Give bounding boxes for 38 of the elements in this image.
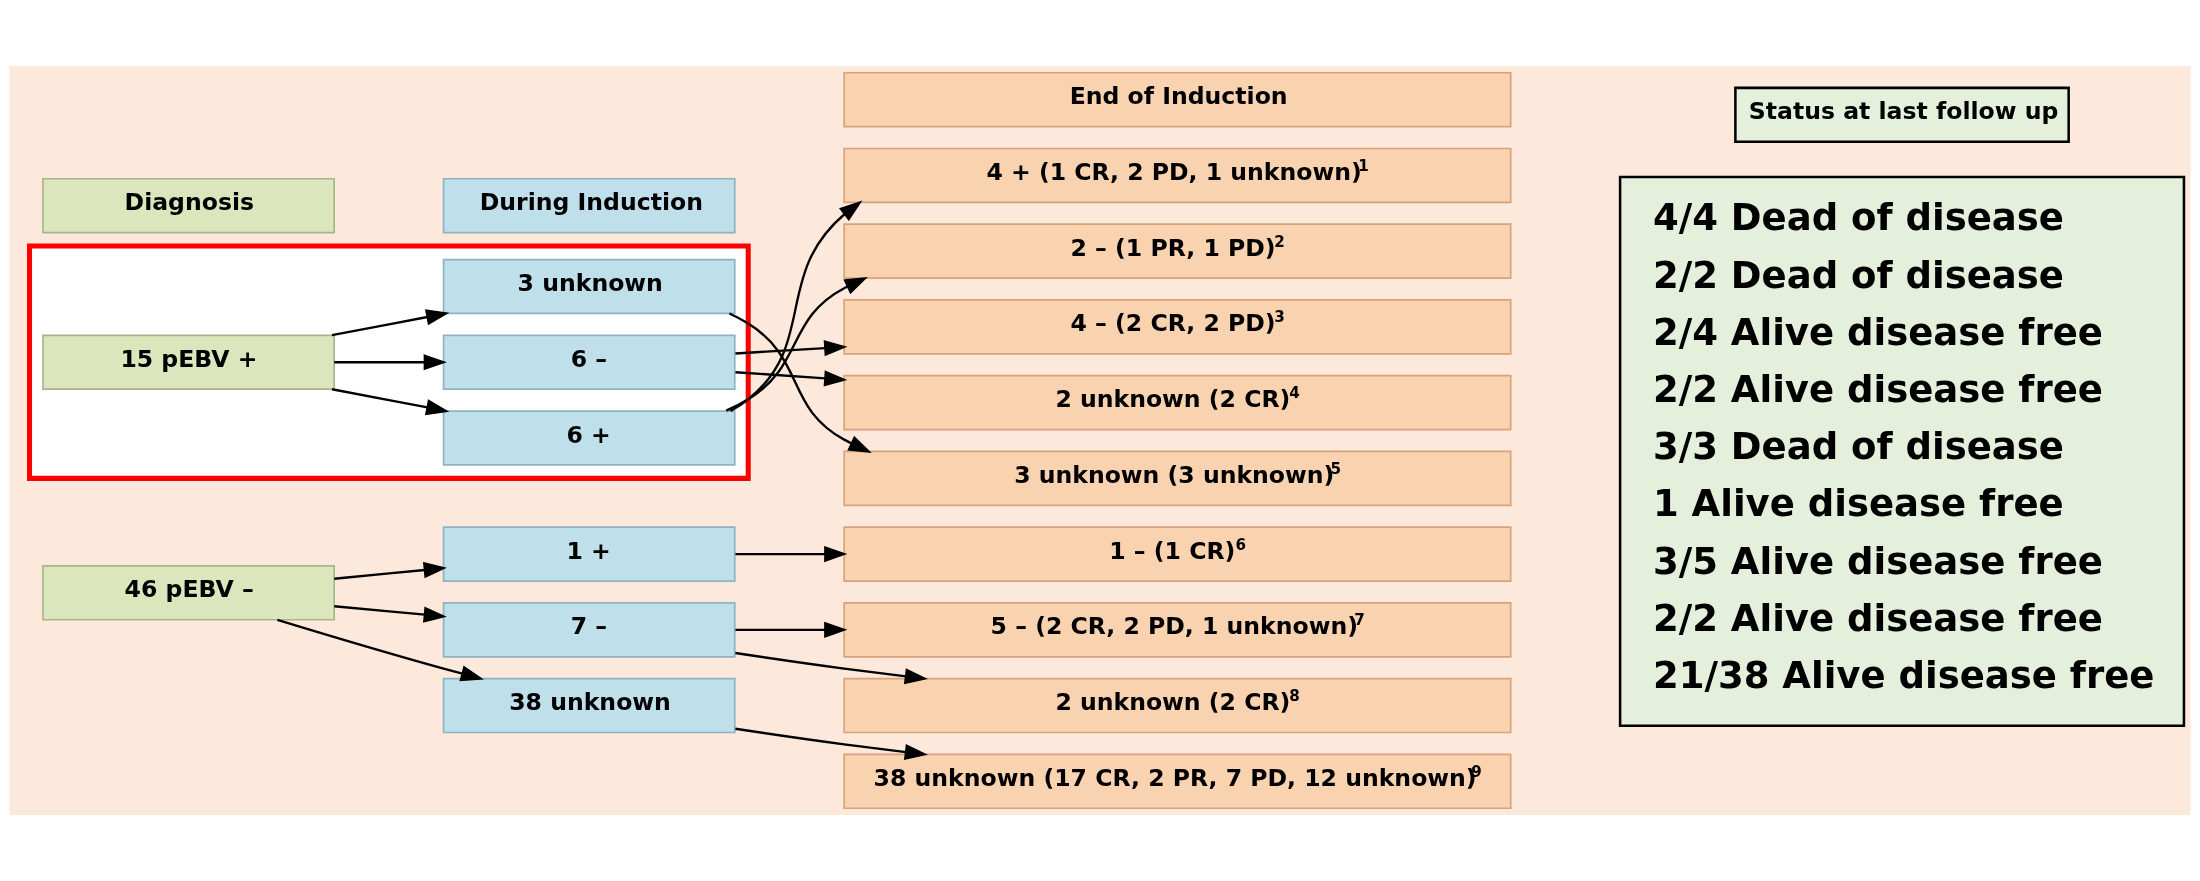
- node-box: 2 unknown (2 CR)$^{4}$: [843, 374, 1512, 431]
- arrow: [331, 309, 450, 337]
- arrow: [735, 370, 848, 387]
- arrow: [735, 651, 928, 685]
- arrow: [334, 561, 447, 580]
- node-box: 1 +: [442, 526, 736, 582]
- node-box: Status at last follow up: [1734, 86, 2070, 143]
- arrow: [331, 388, 450, 416]
- node-box: 3 unknown (3 unknown)$^{5}$: [843, 450, 1512, 507]
- arrow: [735, 727, 928, 761]
- node-box: 4/4 Dead of disease 2/2 Dead of disease 2/4 Alive disease free 2/2 Alive disease free 3/3 Dead of disease 1 Alive disease free 3/5 Alive disease free 2/2 Alive disease free 21/38 Alive disease free: [1618, 175, 2186, 728]
- arrow: [728, 312, 872, 453]
- node-box: 6 –: [442, 334, 736, 390]
- cluster: [27, 243, 751, 481]
- node-box: 2 – (1 PR, 1 PD)$^{2}$: [843, 223, 1512, 279]
- node-box: 5 – (2 CR, 2 PD, 1 unknown)$^{7}$: [843, 602, 1512, 658]
- node-box: 3 unknown: [442, 258, 736, 315]
- node-box: 2 unknown (2 CR)$^{8}$: [843, 677, 1512, 734]
- arrow: [277, 618, 484, 682]
- arrow: [735, 621, 848, 638]
- arrow: [334, 354, 447, 371]
- node-box: During Induction: [442, 177, 736, 234]
- node-box: 4 + (1 CR, 2 PD, 1 unknown)$^{1}$: [843, 147, 1512, 204]
- node-box: 15 pEBV +: [42, 334, 335, 390]
- arrow: [735, 340, 848, 357]
- node-box: 1 – (1 CR)$^{6}$: [843, 526, 1512, 582]
- node-box: 7 –: [442, 602, 736, 658]
- node-box: 46 pEBV –: [42, 565, 335, 621]
- node-box: 38 unknown (17 CR, 2 PR, 7 PD, 12 unknown)$^{9}$: [843, 753, 1512, 810]
- node-box: 6 +: [442, 410, 736, 466]
- arrow: [725, 276, 868, 412]
- node-box: 4 – (2 CR, 2 PD)$^{3}$: [843, 299, 1512, 355]
- node-box: 38 unknown: [442, 677, 736, 734]
- arrow: [729, 200, 863, 412]
- arrow: [735, 545, 848, 563]
- node-box: End of Induction: [843, 71, 1512, 128]
- arrow: [334, 605, 447, 623]
- node-box: Diagnosis: [42, 177, 335, 234]
